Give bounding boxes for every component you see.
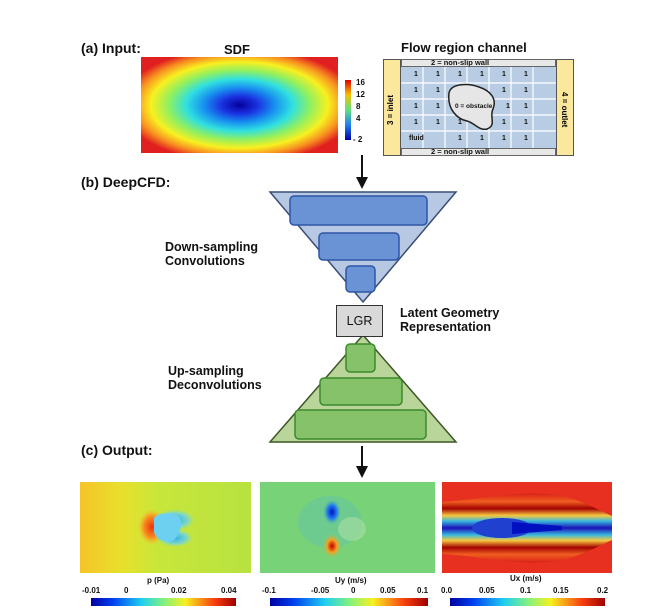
inlet-boundary [383, 59, 401, 156]
arrow-down-icon [356, 155, 368, 189]
uy-title: Uy (m/s) [335, 576, 367, 585]
cell-value: 1 [414, 103, 418, 110]
cell-value: 1 [524, 71, 528, 78]
flow-region-title: Flow region channel [401, 40, 527, 55]
uy-tick: -0.05 [311, 586, 330, 595]
top-wall-label: 2 = non-slip wall [431, 58, 490, 67]
sdf-tick: - 2 [353, 135, 363, 144]
uy-tick: 0 [351, 586, 356, 595]
down-sampling-line: Down-sampling [165, 240, 259, 254]
cell-value: 1 [436, 119, 440, 126]
outlet-label: 4 = outlet [560, 91, 569, 128]
cell-value: 1 [458, 119, 462, 126]
cell-value: 1 [414, 87, 418, 94]
arrow-down-icon [356, 446, 368, 478]
cell-value: 1 [524, 103, 528, 110]
up-sampling-line: Deconvolutions [168, 378, 262, 392]
uy-tick: -0.1 [262, 586, 276, 595]
lgr-label: Latent Geometry Representation [400, 306, 499, 334]
pressure-tick: 0.02 [171, 586, 187, 595]
section-label-output: (c) Output: [81, 442, 153, 458]
channel-grid [401, 67, 556, 148]
cell-value: 1 [414, 71, 418, 78]
pressure-title: p (Pa) [147, 576, 170, 585]
pressure-field-image [80, 482, 251, 573]
sdf-tick: 4 [356, 114, 361, 123]
uy-tick: 0.1 [417, 586, 429, 595]
fluid-label: fluid [409, 135, 424, 142]
cell-value: 1 [436, 87, 440, 94]
cell-value: 1 [480, 135, 484, 142]
cell-value: 1 [458, 71, 462, 78]
cell-value: 1 [502, 71, 506, 78]
section-label-input: (a) Input: [81, 40, 141, 56]
top-wall [401, 59, 556, 67]
section-label-deepcfd: (b) DeepCFD: [81, 174, 171, 190]
ux-colorbar [450, 598, 605, 606]
down-sampling-line: Convolutions [165, 254, 245, 268]
pressure-tick: 0 [124, 586, 129, 595]
sdf-field-image [141, 57, 338, 153]
network-diagram [268, 191, 458, 443]
uy-tick: 0.05 [380, 586, 396, 595]
uy-colorbar [270, 598, 428, 606]
cell-value: 1 [524, 135, 528, 142]
cell-value: 1 [502, 135, 506, 142]
ux-tick: 0.15 [553, 586, 569, 595]
inlet-label: 3 = inlet [386, 95, 395, 126]
pressure-tick: 0.04 [221, 586, 237, 595]
pressure-tick: -0.01 [82, 586, 101, 595]
cell-value: 1 [436, 71, 440, 78]
cell-value: 1 [458, 135, 462, 142]
up-sampling-label: Up-sampling Deconvolutions [168, 364, 262, 392]
ux-title: Ux (m/s) [510, 574, 542, 583]
up-sampling-line: Up-sampling [168, 364, 244, 378]
bottom-wall [401, 148, 556, 156]
cell-value: 1 [502, 119, 506, 126]
sdf-colorbar [345, 80, 351, 140]
down-sampling-label: Down-sampling Convolutions [165, 240, 258, 268]
ux-tick: 0.2 [597, 586, 609, 595]
cell-value: 1 [524, 87, 528, 94]
sdf-tick: 8 [356, 102, 361, 111]
cell-value: 1 [480, 71, 484, 78]
obstacle-label: 0 = obstacle [455, 103, 493, 110]
cell-value: 1 [414, 119, 418, 126]
ux-tick: 0.0 [441, 586, 453, 595]
outlet-boundary [556, 59, 574, 156]
sdf-title: SDF [224, 42, 250, 57]
uy-field-image [260, 482, 435, 573]
lgr-label-line: Latent Geometry [400, 306, 500, 320]
cell-value: 1 [524, 119, 528, 126]
lgr-label-line: Representation [400, 320, 491, 334]
sdf-tick: 12 [356, 90, 365, 99]
sdf-tick: 16 [356, 78, 365, 87]
ux-field-image [442, 482, 612, 573]
cell-value: 1 [506, 103, 510, 110]
ux-tick: 0.05 [479, 586, 495, 595]
bottom-wall-label: 2 = non-slip wall [431, 147, 490, 156]
cell-value: 1 [436, 103, 440, 110]
cell-value: 1 [502, 87, 506, 94]
ux-tick: 0.1 [520, 586, 532, 595]
lgr-box: LGR [336, 305, 383, 337]
pressure-colorbar [91, 598, 236, 606]
